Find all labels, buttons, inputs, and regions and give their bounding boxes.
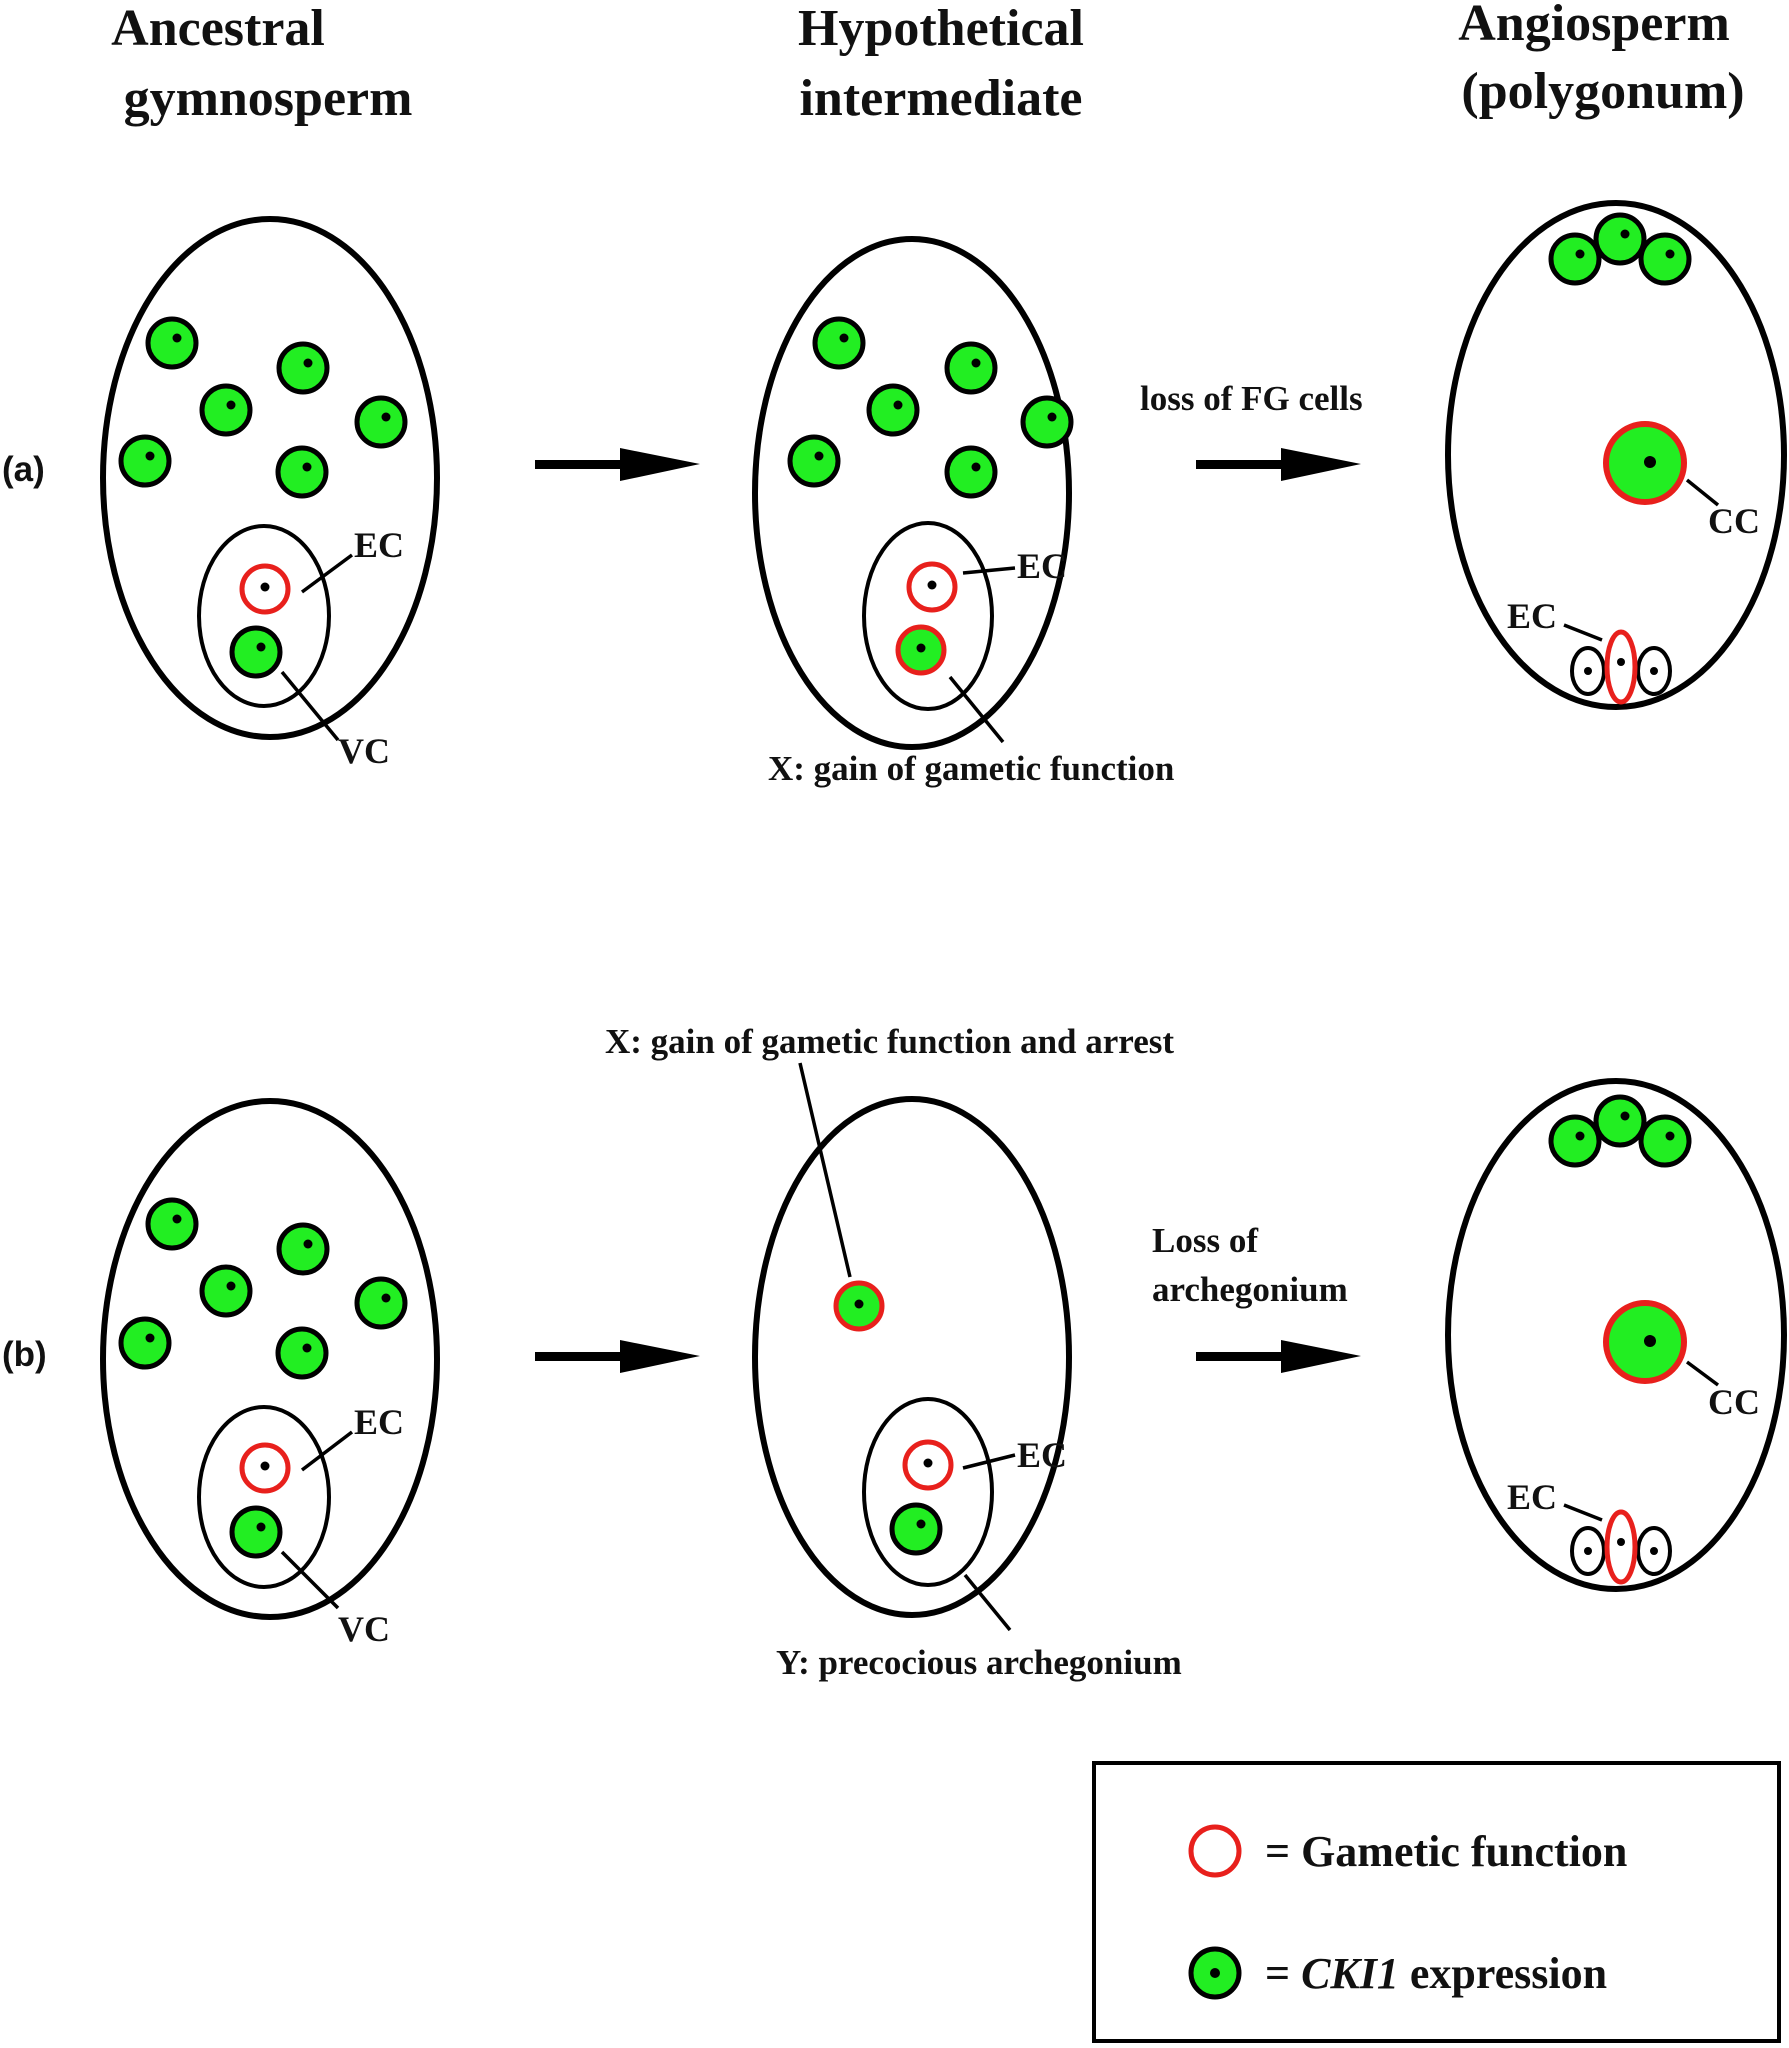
legend-gametic-entry: = Gametic function	[1188, 1824, 1627, 1878]
cki1-swatch-nucleus	[1210, 1968, 1220, 1978]
vc-leader	[280, 1550, 340, 1610]
x-leader	[798, 1062, 852, 1278]
cki1-cells	[121, 1200, 405, 1377]
cc-leader	[1685, 1360, 1720, 1387]
y-caption: Y: precocious archegonium	[776, 1643, 1182, 1682]
ec-label: EC	[354, 525, 404, 565]
sac-outline	[1445, 200, 1787, 710]
cki1-gene-name: CKI1	[1301, 1949, 1399, 1998]
vc-leader	[280, 670, 340, 742]
ec-label: EC	[1507, 596, 1557, 636]
x-caption: X: gain of gametic function and arrest	[605, 1022, 1174, 1061]
ec-label: EC	[1017, 546, 1067, 586]
x-caption: X: gain of gametic function	[768, 749, 1174, 788]
ec-label: EC	[1017, 1435, 1067, 1475]
central-cell	[1606, 1303, 1684, 1381]
arrow-right	[535, 1340, 700, 1373]
column-header-ancestral-gymnosperm: Ancestral gymnosperm	[111, 0, 412, 127]
ec-leader	[300, 553, 354, 594]
header-line-2: (polygonum)	[1461, 63, 1744, 120]
hypothetical-intermediate-sac: X: gain of gametic function and arrest E…	[605, 1022, 1182, 1682]
ventral-canal-cell	[232, 628, 280, 676]
vc-label: VC	[338, 731, 390, 771]
egg-cell	[905, 1442, 951, 1488]
x-leader	[948, 675, 1005, 744]
transition-label-line-1: Loss of	[1152, 1221, 1258, 1260]
ec-leader	[962, 1453, 1016, 1470]
gametic-function-swatch	[1188, 1824, 1242, 1878]
legend-cki1-entry: = CKI1 expression	[1188, 1946, 1607, 2000]
sac-outline	[752, 236, 1072, 750]
y-leader	[963, 1573, 1012, 1632]
cc-leader	[1685, 478, 1720, 507]
ventral-canal-cell	[232, 1508, 280, 1556]
antipodal-cells	[1551, 1097, 1689, 1165]
ec-label: EC	[354, 1402, 404, 1442]
angiosperm-sac: CC EC	[1445, 1078, 1787, 1592]
ec-leader	[300, 1430, 354, 1472]
cki1-cell	[892, 1505, 940, 1553]
sac-outline	[1445, 1078, 1787, 1592]
cki1-cells	[121, 319, 405, 496]
panel-a-label: (a)	[2, 450, 45, 489]
egg-apparatus	[1572, 1512, 1670, 1582]
sac-outline	[100, 1098, 440, 1620]
equals-sign: =	[1265, 1949, 1301, 1998]
vc-label: VC	[338, 1609, 390, 1649]
gametic-function-label: = Gametic function	[1265, 1827, 1627, 1876]
transition-label-line-2: archegonium	[1152, 1270, 1348, 1309]
panel-a: (a) EC VC	[2, 200, 1787, 788]
cc-label: CC	[1708, 1382, 1760, 1422]
arrow-right	[535, 448, 700, 481]
archegonium	[197, 524, 331, 708]
ec-leader	[1563, 1503, 1603, 1522]
egg-cell	[909, 564, 955, 610]
egg-cell	[242, 566, 288, 612]
central-cell	[1606, 424, 1684, 502]
hypothetical-intermediate-sac: EC X: gain of gametic function	[752, 236, 1174, 788]
precocious-archegonium	[862, 1397, 994, 1587]
archegonium	[197, 1405, 331, 1589]
ancestral-gymnosperm-sac: EC VC	[100, 1098, 440, 1649]
panel-b-label: (b)	[2, 1335, 47, 1374]
archegonium	[862, 521, 994, 711]
egg-cell	[242, 1445, 288, 1491]
cki1-expression-label: = CKI1 expression	[1265, 1949, 1607, 1998]
column-header-angiosperm: Angiosperm (polygonum)	[1458, 0, 1744, 120]
header-line-1: Ancestral	[111, 0, 325, 57]
cki1-cells	[790, 319, 1071, 496]
expression-word: expression	[1399, 1949, 1607, 1998]
gametic-cki1-cell	[898, 627, 944, 673]
arrow-right	[1196, 1340, 1361, 1373]
ec-leader	[962, 566, 1016, 575]
sac-outline	[100, 216, 440, 740]
arrested-gametic-cell	[836, 1283, 882, 1329]
legend: = Gametic function = CKI1 expression	[1092, 1761, 1781, 2043]
angiosperm-sac: CC EC	[1445, 200, 1787, 710]
legend-box	[1092, 1761, 1781, 2043]
header-line-1: Angiosperm	[1458, 0, 1730, 52]
header-line-2: gymnosperm	[124, 70, 413, 127]
ancestral-gymnosperm-sac: EC VC	[100, 216, 440, 771]
sac-outline	[752, 1096, 1072, 1618]
header-line-1: Hypothetical	[798, 0, 1084, 57]
transition-label: loss of FG cells	[1140, 379, 1363, 418]
header-line-2: intermediate	[799, 70, 1082, 127]
ec-leader	[1563, 623, 1603, 642]
egg-apparatus	[1572, 632, 1670, 702]
antipodal-cells	[1551, 215, 1689, 283]
arrow-right	[1196, 448, 1361, 481]
panel-b: (b) EC VC X: ga	[2, 1022, 1787, 1682]
cc-label: CC	[1708, 501, 1760, 541]
ec-label: EC	[1507, 1477, 1557, 1517]
column-header-hypothetical-intermediate: Hypothetical intermediate	[798, 0, 1084, 127]
